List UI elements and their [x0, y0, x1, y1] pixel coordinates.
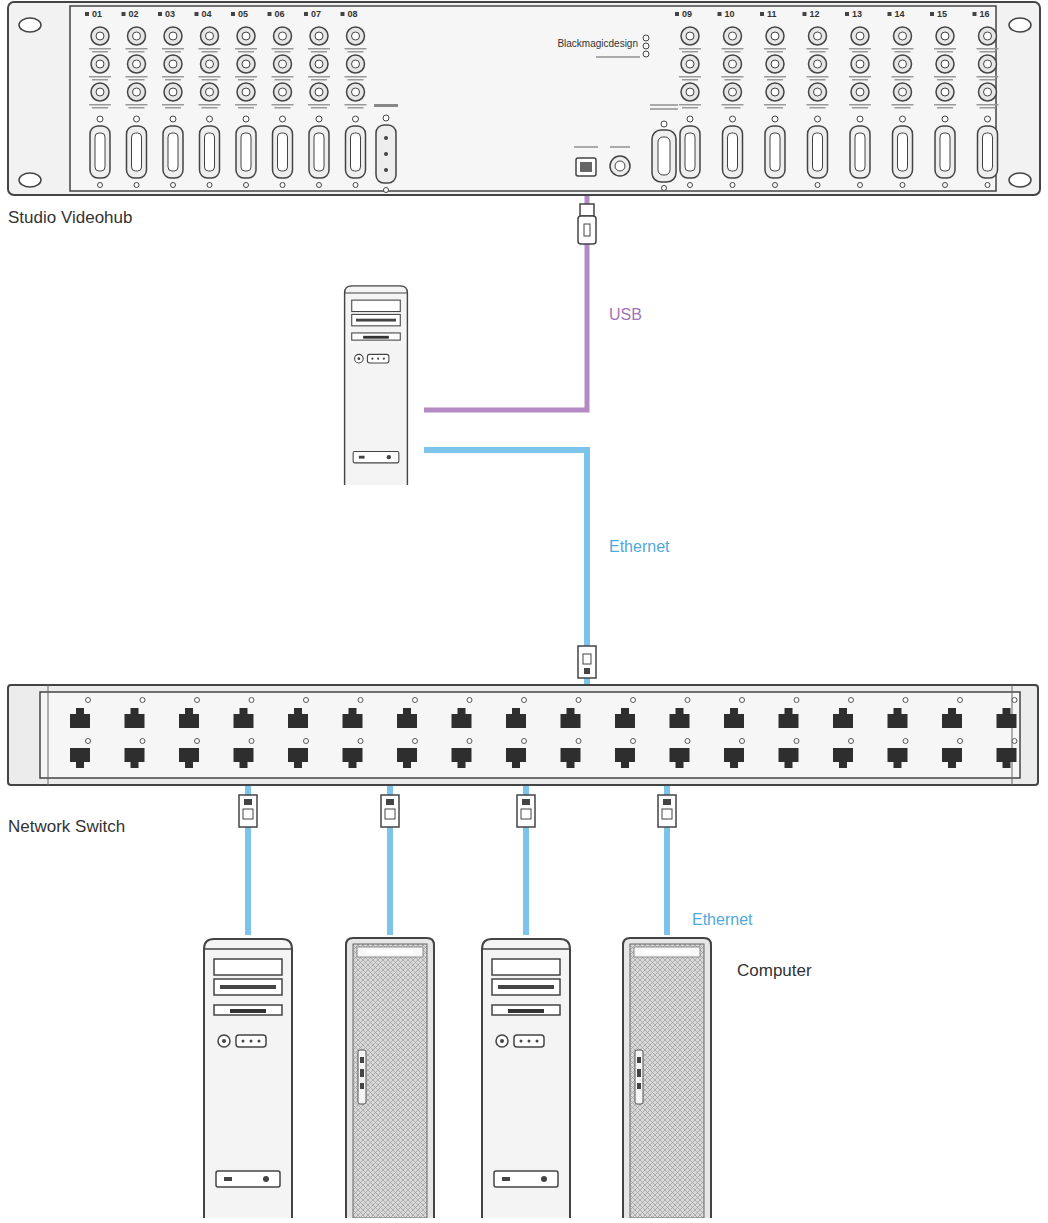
- port-number: 07: [311, 9, 321, 19]
- cable-label: USB: [607, 306, 644, 324]
- usb-cable: [424, 195, 587, 410]
- router-device: Studio Videohub: [8, 2, 1040, 195]
- brand-logo: Blackmagicdesign: [557, 38, 638, 49]
- computer: [478, 935, 574, 1218]
- port-number: 03: [165, 9, 175, 19]
- device-label: Studio Videohub: [8, 208, 132, 228]
- port-number: 09: [682, 9, 692, 19]
- rj45-plugs: [239, 795, 676, 827]
- port-number: 10: [725, 9, 735, 19]
- device-label: Network Switch: [8, 817, 125, 837]
- cable-label: Ethernet: [690, 911, 754, 929]
- computer: [200, 935, 296, 1218]
- computer: [328, 283, 424, 485]
- port-number: 15: [937, 9, 947, 19]
- port-number: 14: [895, 9, 905, 19]
- switch-chassis: [8, 685, 1038, 785]
- videohub-chassis: [8, 2, 1040, 195]
- port-number: 12: [810, 9, 820, 19]
- cable-label: Ethernet: [607, 538, 671, 556]
- computer-illustration: [623, 938, 711, 1218]
- network-switch: Network Switch: [8, 685, 1038, 785]
- ethernet-cable: [424, 450, 587, 685]
- rj45-plug: [578, 646, 596, 678]
- computer: Computer: [620, 935, 714, 1218]
- device-label: Computer: [737, 961, 812, 981]
- computer: [343, 935, 437, 1218]
- computer-illustration: [204, 939, 292, 1218]
- port-number: 06: [275, 9, 285, 19]
- port-number: 02: [129, 9, 139, 19]
- port-number: 13: [852, 9, 862, 19]
- port-number: 08: [348, 9, 358, 19]
- computer-illustration: [482, 939, 570, 1218]
- port-number: 11: [767, 9, 777, 19]
- port-number: 04: [202, 9, 212, 19]
- port-number: 16: [980, 9, 990, 19]
- port-number: 05: [238, 9, 248, 19]
- port-number: 01: [92, 9, 102, 19]
- computer-illustration: [345, 286, 408, 485]
- usb-plug: [578, 204, 596, 244]
- computer-illustration: [346, 938, 434, 1218]
